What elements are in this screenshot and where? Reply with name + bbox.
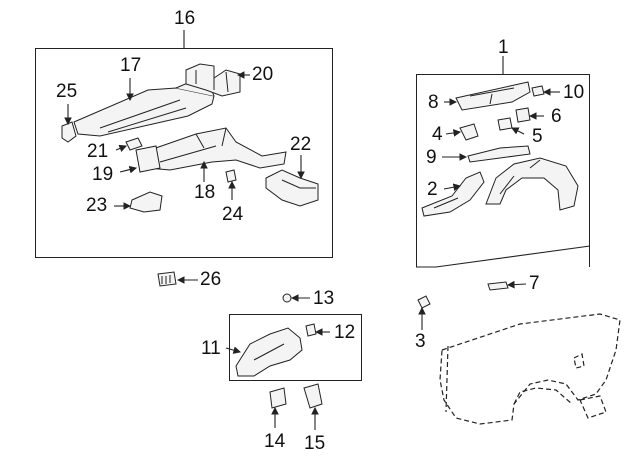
- part-21-bolt: [125, 137, 143, 151]
- part-11-shield: [235, 327, 303, 377]
- arrow-7: [506, 280, 527, 289]
- callout-19: 19: [92, 164, 114, 185]
- fender-outline: [439, 313, 621, 425]
- group-box-11: [229, 314, 362, 381]
- part-26-bumper: [157, 271, 177, 287]
- part-4-bracket: [459, 123, 479, 141]
- part-19-plate: [135, 145, 161, 173]
- arrow-5: [511, 127, 525, 135]
- callout-4: 4: [432, 124, 443, 145]
- part-14-bracket: [269, 387, 287, 409]
- part-22-shield: [265, 169, 319, 207]
- callout-1: 1: [498, 37, 509, 58]
- part-10-clip: [531, 85, 545, 97]
- callout-6: 6: [551, 106, 562, 127]
- part-1-wheelhouse: [485, 157, 579, 211]
- part-23-bracket: [129, 191, 163, 213]
- callout-25: 25: [56, 81, 78, 102]
- arrow-2: [443, 183, 462, 192]
- callout-11: 11: [201, 338, 221, 359]
- part-7-plug: [487, 281, 509, 291]
- callout-23: 23: [86, 195, 108, 216]
- callout-20: 20: [252, 64, 274, 85]
- arrow-11: [225, 346, 242, 354]
- callout-24: 24: [222, 204, 244, 225]
- callout-3: 3: [415, 331, 426, 352]
- callout-16: 16: [174, 8, 196, 29]
- part-8-rail: [455, 81, 531, 111]
- part-25-clip: [61, 121, 77, 143]
- part-9-brace: [467, 145, 531, 163]
- callout-13: 13: [313, 288, 335, 309]
- arrow-19: [119, 165, 138, 174]
- part-18-frame-rail: [147, 127, 287, 171]
- callout-22: 22: [290, 134, 312, 155]
- part-15-bracket: [303, 383, 323, 409]
- part-6-block: [515, 107, 531, 123]
- callout-7: 7: [529, 273, 540, 294]
- callout-21: 21: [87, 141, 109, 162]
- callout-9: 9: [426, 147, 437, 168]
- callout-18: 18: [194, 182, 216, 203]
- group-box-1: [416, 74, 590, 267]
- arrow-4: [445, 129, 462, 137]
- callout-2: 2: [427, 179, 438, 200]
- callout-26: 26: [200, 269, 222, 290]
- part-17-apron-rail: [73, 81, 215, 137]
- callout-8: 8: [428, 92, 439, 113]
- callout-12: 12: [334, 322, 356, 343]
- part-5-bracket: [497, 117, 513, 131]
- callout-14: 14: [264, 431, 286, 452]
- arrow-21: [115, 144, 128, 153]
- part-13-fastener: [282, 293, 292, 303]
- part-24-clip: [225, 169, 237, 183]
- callout-15: 15: [304, 433, 326, 454]
- callout-17: 17: [120, 55, 142, 76]
- part-12-fastener: [305, 323, 317, 337]
- part-3-clip: [417, 295, 431, 309]
- callout-5: 5: [532, 126, 543, 147]
- callout-10: 10: [563, 82, 585, 103]
- group-box-16: [35, 48, 333, 258]
